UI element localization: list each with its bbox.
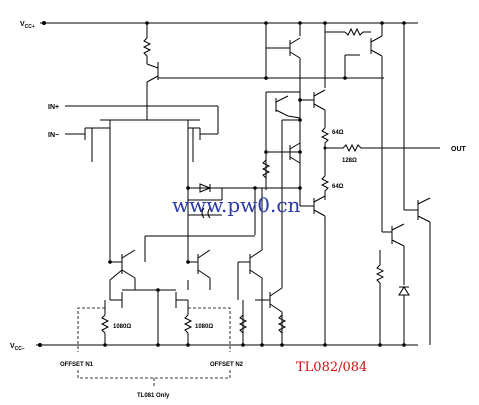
offset-null-resistor-left: 1080Ω [100, 300, 131, 345]
junction-dots [103, 21, 406, 347]
input-labels: IN+ IN− [48, 104, 59, 139]
offset-null-leads [77, 307, 231, 386]
offset-n1-label: OFFSET N1 [60, 362, 94, 368]
part-number: TL082/084 [296, 360, 367, 375]
vcc-plus-rail [40, 21, 418, 25]
out-label: OUT [451, 146, 467, 153]
tl081-only-label: TL081 Only [137, 393, 170, 399]
output-stage [261, 23, 440, 345]
current-mirror-stage [109, 120, 283, 345]
stage-resistor [238, 314, 287, 334]
offset-n2-label: OFFSET N2 [210, 362, 244, 368]
r-1080-right-label: 1080Ω [195, 324, 213, 330]
offset-null-resistor-right: 1080Ω [183, 300, 213, 345]
r-128-label: 128Ω [342, 158, 357, 164]
in-minus-label: IN− [48, 132, 59, 139]
r-1080-left-label: 1080Ω [113, 324, 131, 330]
vcc-plus-label: VCC+ [20, 21, 35, 30]
in-plus-label: IN+ [48, 104, 59, 111]
r-64-bottom-label: 64Ω [332, 184, 344, 190]
right-bias-network [325, 23, 431, 345]
vcc-minus-rail [36, 343, 418, 347]
vcc-minus-label: VCC− [10, 343, 25, 352]
r-64-top-label: 64Ω [332, 130, 344, 136]
watermark: www.pw0.cn [172, 193, 301, 217]
input-differential-pair [65, 105, 219, 262]
input-bias-current-source [142, 23, 384, 120]
